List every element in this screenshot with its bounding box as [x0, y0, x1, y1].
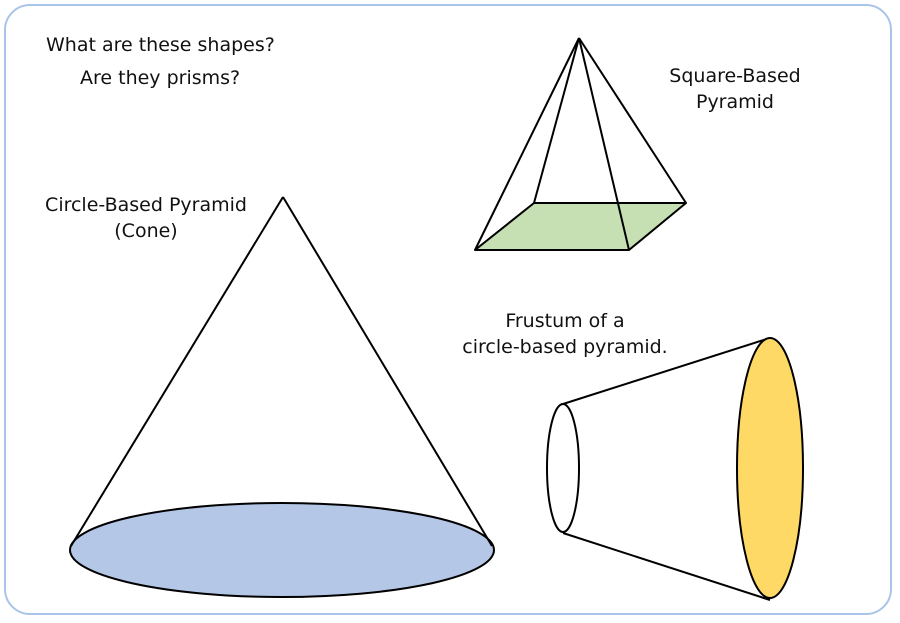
square-pyramid-edge-front-left [474, 37, 580, 251]
cone [69, 196, 495, 598]
cone-label-line1: Circle-Based Pyramid [45, 194, 247, 216]
frustum-label: Frustum of a circle-based pyramid. [455, 308, 675, 360]
cone-base [69, 502, 495, 598]
square-pyramid-base [474, 202, 687, 251]
frustum-label-line2: circle-based pyramid. [462, 336, 668, 358]
cone-edge-right [282, 196, 493, 547]
square-pyramid-edge-back-left [533, 37, 580, 204]
frustum-edge-bottom [562, 532, 771, 601]
cone-label: Circle-Based Pyramid (Cone) [36, 192, 256, 244]
frustum-edge-top [562, 337, 771, 405]
square-pyramid-edge-back-right [578, 37, 687, 204]
question-shapes: What are these shapes? [46, 34, 275, 56]
square-pyramid-edge-front-right [578, 37, 630, 251]
cone-label-line2: (Cone) [114, 220, 178, 242]
frustum-small-face [546, 403, 580, 533]
frustum-large-face [736, 337, 804, 599]
square-pyramid [474, 37, 687, 251]
question-prisms: Are they prisms? [80, 67, 241, 89]
frustum-label-line1: Frustum of a [505, 310, 625, 332]
square-pyramid-label: Square-Based Pyramid [660, 63, 810, 115]
cone-edge-left [70, 196, 284, 547]
square-pyramid-label-line1: Square-Based [669, 65, 801, 87]
square-pyramid-label-line2: Pyramid [695, 91, 774, 113]
frustum [546, 337, 804, 601]
